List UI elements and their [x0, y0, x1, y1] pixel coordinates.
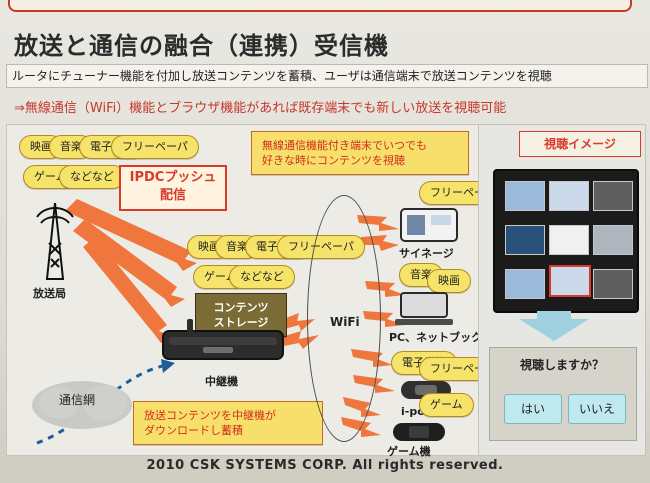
copyright-footer: 2010 CSK SYSTEMS CORP. All rights reserv…: [146, 458, 504, 473]
wifi-zone: [307, 195, 381, 442]
diagram-panel: 映画 音楽 電子書籍 フリーペーパ ゲーム などなど 放送局 IPDCプッシュ …: [6, 124, 507, 458]
thumbnail-tile: [593, 269, 633, 299]
thumbnail-tile: [505, 225, 545, 255]
wifi-callout-line1: 無線通信機能付き端末でいつでも: [262, 139, 427, 152]
ipdc-push-box: IPDCプッシュ 配信: [119, 165, 227, 211]
network-cloud-icon: [32, 381, 132, 429]
thumbnail-tile: [505, 181, 545, 211]
wifi-callout-line2: 好きな時にコンテンツを視聴: [262, 154, 405, 167]
broadcast-tower-icon: [36, 203, 74, 280]
download-line2: ダウンロードし蓄積: [144, 424, 243, 437]
thumbnail-tile: [593, 225, 633, 255]
wifi-label: WiFi: [330, 315, 360, 329]
download-callout: 放送コンテンツを中継機が ダウンロードし蓄積: [133, 401, 323, 445]
no-button[interactable]: いいえ: [568, 394, 626, 424]
device-pill: ゲーム: [419, 393, 474, 417]
broadcast-station-label: 放送局: [33, 287, 66, 300]
top-banner-edge: [8, 0, 632, 12]
panel-title: 視聴イメージ: [519, 131, 641, 157]
content-pill: などなど: [229, 265, 295, 289]
viewing-image-panel: 視聴イメージ 視聴しますか？ はい いいえ: [478, 124, 646, 456]
thumbnail-tile: [549, 181, 589, 211]
game-console-icon: [393, 423, 445, 441]
network-label: 通信網: [59, 393, 96, 407]
game-label: ゲーム機: [387, 445, 431, 458]
confirm-dialog: 視聴しますか？ はい いいえ: [489, 347, 637, 441]
laptop-icon: [395, 292, 453, 325]
storage-line2: ストレージ: [213, 316, 269, 329]
download-line1: 放送コンテンツを中継機が: [144, 409, 276, 422]
relay-label: 中継機: [205, 375, 238, 388]
signage-icon: [400, 208, 458, 242]
page-title: 放送と通信の融合（連携）受信機: [14, 32, 389, 60]
device-pill: 映画: [427, 269, 471, 293]
down-arrow-icon: [519, 319, 589, 341]
thumbnail-tile: [549, 225, 589, 255]
content-storage-box: コンテンツ ストレージ: [195, 293, 287, 337]
subtitle-bar: [6, 64, 648, 88]
thumbnail-tile: [505, 269, 545, 299]
pc-label: PC、ネットブック: [389, 331, 483, 344]
thumbnail-tile: [593, 181, 633, 211]
note-text: ⇒無線通信（WiFi）機能とブラウザ機能があれば既存端末でも新しい放送を視聴可能: [14, 101, 507, 116]
content-pill: フリーペーパ: [111, 135, 199, 159]
wifi-callout: 無線通信機能付き端末でいつでも 好きな時にコンテンツを視聴: [251, 131, 469, 175]
thumbnail-tile-selected: [549, 265, 591, 297]
ipdc-line2: 配信: [159, 188, 186, 203]
ipdc-line1: IPDCプッシュ: [129, 170, 217, 185]
relay-router-icon: [162, 319, 284, 360]
device-screen-preview: [493, 169, 639, 313]
content-pill: などなど: [59, 165, 125, 189]
subtitle-text: ルータにチューナー機能を付加し放送コンテンツを蓄積、ユーザは通信端末で放送コンテ…: [12, 69, 552, 83]
storage-line1: コンテンツ: [213, 301, 269, 314]
signage-label: サイネージ: [399, 247, 454, 260]
yes-button[interactable]: はい: [504, 394, 562, 424]
dialog-question: 視聴しますか？: [520, 358, 605, 372]
